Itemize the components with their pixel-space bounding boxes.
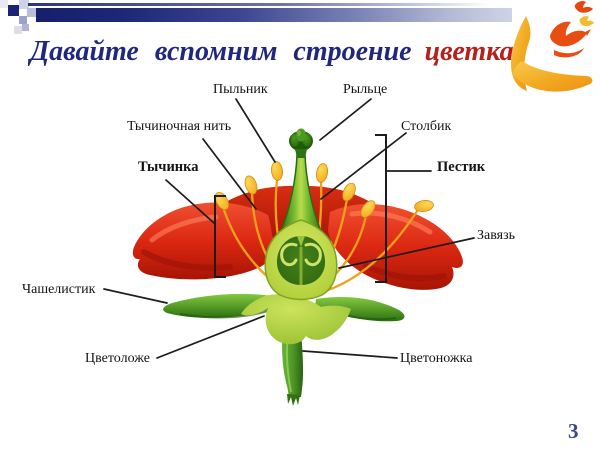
label-pistil: Пестик <box>437 159 486 175</box>
bird-icon <box>550 21 591 58</box>
line-tychinka <box>165 179 215 224</box>
brackets <box>214 134 387 283</box>
pistil-stigma <box>289 128 313 158</box>
label-stigma: Рыльце <box>343 82 388 97</box>
line-cvetolozhe <box>156 315 265 359</box>
line-tychinochnaya-nit <box>202 138 257 210</box>
label-receptacle: Цветоложе <box>85 351 150 366</box>
bracket-stamen <box>214 195 226 278</box>
hand-with-birds-logo <box>511 1 594 92</box>
checker-square <box>19 0 29 9</box>
label-stamen: Тычинка <box>138 159 199 175</box>
bracket-pistil <box>375 134 387 283</box>
label-sepal: Чашелистик <box>22 282 96 297</box>
label-filament: Тычиночная нить <box>127 119 232 134</box>
header-gradient-bar <box>36 8 512 22</box>
leader-lines <box>103 98 475 359</box>
label-pedicel: Цветоножка <box>400 351 473 366</box>
checker-square <box>22 24 29 31</box>
checker-square <box>0 0 8 8</box>
header-thin-line <box>28 3 490 6</box>
checker-square <box>27 8 37 17</box>
tiny-bird-red-icon <box>574 1 593 13</box>
label-style: Столбик <box>401 119 452 134</box>
stem-frayed-tip <box>287 394 300 406</box>
line-rylce <box>319 98 372 141</box>
line-zavyaz <box>338 237 475 269</box>
tiny-bird-yellow-icon <box>579 15 594 27</box>
ovules <box>280 242 322 267</box>
line-cvetonozhka <box>302 350 398 359</box>
receptacle <box>241 294 351 345</box>
line-pylnik <box>235 98 276 163</box>
title-main-text: Давайте вспомним строение <box>30 36 412 67</box>
line-chashelistik <box>103 288 168 304</box>
slide-title: Давайте вспомним строение цветка <box>30 36 514 68</box>
checker-square <box>14 26 22 34</box>
hand-swoosh-icon <box>513 61 593 92</box>
checker-square <box>19 16 27 24</box>
page-number: 3 <box>568 419 579 443</box>
checker-square <box>8 5 19 16</box>
petal-right <box>328 204 463 290</box>
line-stolbik <box>320 132 407 200</box>
label-ovary: Завязь <box>477 228 516 243</box>
ovary <box>264 219 338 301</box>
title-highlight-text: цветка <box>424 36 514 67</box>
label-anther: Пыльник <box>213 82 268 97</box>
